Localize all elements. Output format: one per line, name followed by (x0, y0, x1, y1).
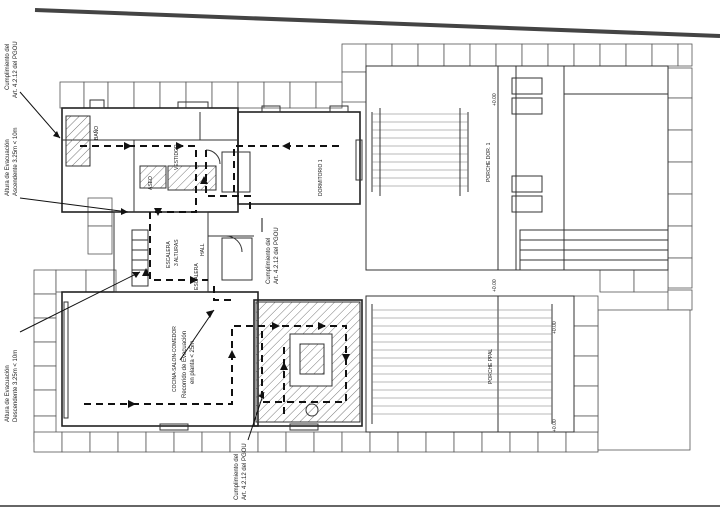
room-aseo-label: ASEO (148, 176, 154, 190)
level-mark-3: +0.00 (552, 321, 558, 334)
room-vestidor-label: VESTIDOR (174, 144, 180, 170)
recorrido-line1: Recorrido de Evacuación (182, 331, 188, 398)
level-mark-1: +0.00 (492, 93, 498, 106)
porch-bedroom-label: PORCHE DOR. 1 (486, 142, 492, 182)
level-mark-2: +0.00 (492, 279, 498, 292)
recorrido-line2: en planta < 25m (190, 341, 196, 384)
stair-note-line2: 3 ALTURAS (174, 239, 180, 266)
callout-mid-line2: Art. 4.2.12 del PGOU (274, 227, 280, 284)
callout-ascending-line1: Altura de Evacuación (5, 139, 11, 196)
porch-bedroom-area (365, 65, 669, 271)
callout-descending-line2: Descendente 3.25m < 10m (13, 350, 19, 422)
room-kitchen-label: COCINA-SALON-COMEDOR (172, 326, 178, 392)
pergola-bedroom (371, 108, 469, 196)
vestidor-hatch (167, 165, 217, 191)
room-hall-label: HALL (200, 243, 206, 256)
room-stair-label: ESCALERA (194, 263, 200, 290)
callout-top-left-line2: Art. 4.2.12 del PGOU (13, 41, 19, 98)
stair-note-line1: ESCALERA (166, 241, 172, 268)
top-border (34, 8, 720, 38)
bath-hatch (65, 115, 91, 167)
paving-left (33, 197, 117, 443)
room-bath-label: BAÑO (93, 126, 100, 140)
callout-bottom-line1: Cumplimiento del (234, 454, 240, 500)
callout-leaders (19, 91, 265, 441)
fireplace-inner (299, 343, 325, 375)
room-bedroom-label: DORMITORIO 1 (318, 159, 324, 196)
paving-bottom (33, 295, 691, 453)
level-mark-4: +0.00 (552, 419, 558, 432)
callout-ascending-line2: Ascendente 3.25m < 10m (13, 127, 19, 196)
porch-main-label: PORCHE PPAL (488, 349, 494, 384)
paving-top (59, 43, 693, 109)
callout-descending-line1: Altura de Evacuación (5, 365, 11, 422)
callout-top-left-line1: Cumplimiento del (5, 44, 11, 90)
porch-main-area (365, 295, 575, 433)
paving-right (599, 67, 693, 311)
callout-mid-line1: Cumplimiento del (266, 238, 272, 284)
route-arrows (124, 142, 350, 408)
aseo-hatch (139, 165, 167, 189)
callout-bottom-line2: Art. 4.2.12 del PGOU (242, 443, 248, 500)
